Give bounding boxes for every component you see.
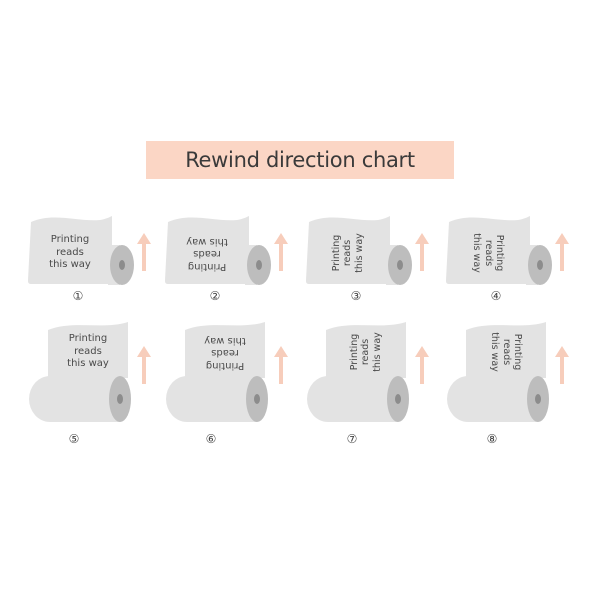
paper-sheet xyxy=(28,216,112,284)
roll-core xyxy=(254,394,260,404)
figure-number: ② xyxy=(209,289,221,303)
print-text-line: reads xyxy=(500,338,512,366)
figure-number: ⑧ xyxy=(486,432,498,446)
roll-body xyxy=(447,376,538,422)
title-banner: Rewind direction chart xyxy=(146,141,454,179)
up-arrow-icon xyxy=(555,346,569,384)
print-text-line: reads xyxy=(342,239,354,267)
print-text-line: this way xyxy=(489,332,501,372)
print-text-line: this way xyxy=(49,259,91,271)
print-text-line: this way xyxy=(353,233,365,273)
figure-number: ⑤ xyxy=(68,432,80,446)
print-text-line: reads xyxy=(482,239,494,267)
roll-body xyxy=(29,376,121,422)
print-text-line: reads xyxy=(211,347,239,359)
roll-illustration xyxy=(29,322,151,422)
up-arrow-icon xyxy=(555,233,569,271)
print-text-line: Printing xyxy=(348,333,360,371)
print-text-line: reads xyxy=(56,246,84,258)
print-text-line: Printing xyxy=(205,359,245,371)
print-text-line: reads xyxy=(193,248,221,260)
paper-sheet xyxy=(326,322,406,378)
paper-sheet xyxy=(185,322,265,378)
paper-sheet xyxy=(466,322,546,378)
roll-core xyxy=(256,260,262,270)
roll-illustration xyxy=(446,216,569,285)
print-text-line: Printing xyxy=(68,333,108,345)
up-arrow-icon xyxy=(415,346,429,384)
figure-number: ⑦ xyxy=(346,432,358,446)
print-text-line: Printing xyxy=(512,333,524,371)
print-text-line: this way xyxy=(204,334,246,346)
paper-sheet xyxy=(165,216,249,284)
figure-number: ③ xyxy=(350,289,362,303)
print-text-line: this way xyxy=(371,332,383,372)
print-text-line: this way xyxy=(186,235,228,247)
figure-number: ① xyxy=(72,289,84,303)
up-arrow-icon xyxy=(137,346,151,384)
up-arrow-icon xyxy=(415,233,429,271)
up-arrow-icon xyxy=(274,346,288,384)
print-text-line: Printing xyxy=(494,234,506,272)
paper-sheet xyxy=(306,216,390,284)
print-text-line: reads xyxy=(360,338,372,366)
print-text-line: this way xyxy=(471,233,483,273)
roll-core xyxy=(119,260,125,270)
paper-sheet xyxy=(48,322,128,378)
roll-illustration xyxy=(306,216,429,285)
figure-number: ④ xyxy=(490,289,502,303)
roll-illustration xyxy=(28,216,151,285)
print-text-line: this way xyxy=(67,358,109,370)
figure-number: ⑥ xyxy=(205,432,217,446)
roll-illustration xyxy=(447,322,569,422)
print-text-line: reads xyxy=(74,345,102,357)
paper-sheet xyxy=(446,216,530,284)
roll-core xyxy=(117,394,123,404)
roll-core xyxy=(537,260,543,270)
roll-core xyxy=(535,394,541,404)
print-text-line: Printing xyxy=(330,234,342,272)
roll-illustration xyxy=(166,322,288,422)
up-arrow-icon xyxy=(137,233,151,271)
up-arrow-icon xyxy=(274,233,288,271)
chart-title: Rewind direction chart xyxy=(185,148,415,172)
roll-core xyxy=(395,394,401,404)
roll-body xyxy=(307,376,398,422)
roll-illustration xyxy=(165,216,288,285)
print-text-line: Printing xyxy=(187,260,227,272)
roll-illustration xyxy=(307,322,429,422)
print-text-line: Printing xyxy=(50,234,90,246)
roll-core xyxy=(397,260,403,270)
roll-body xyxy=(166,376,257,422)
